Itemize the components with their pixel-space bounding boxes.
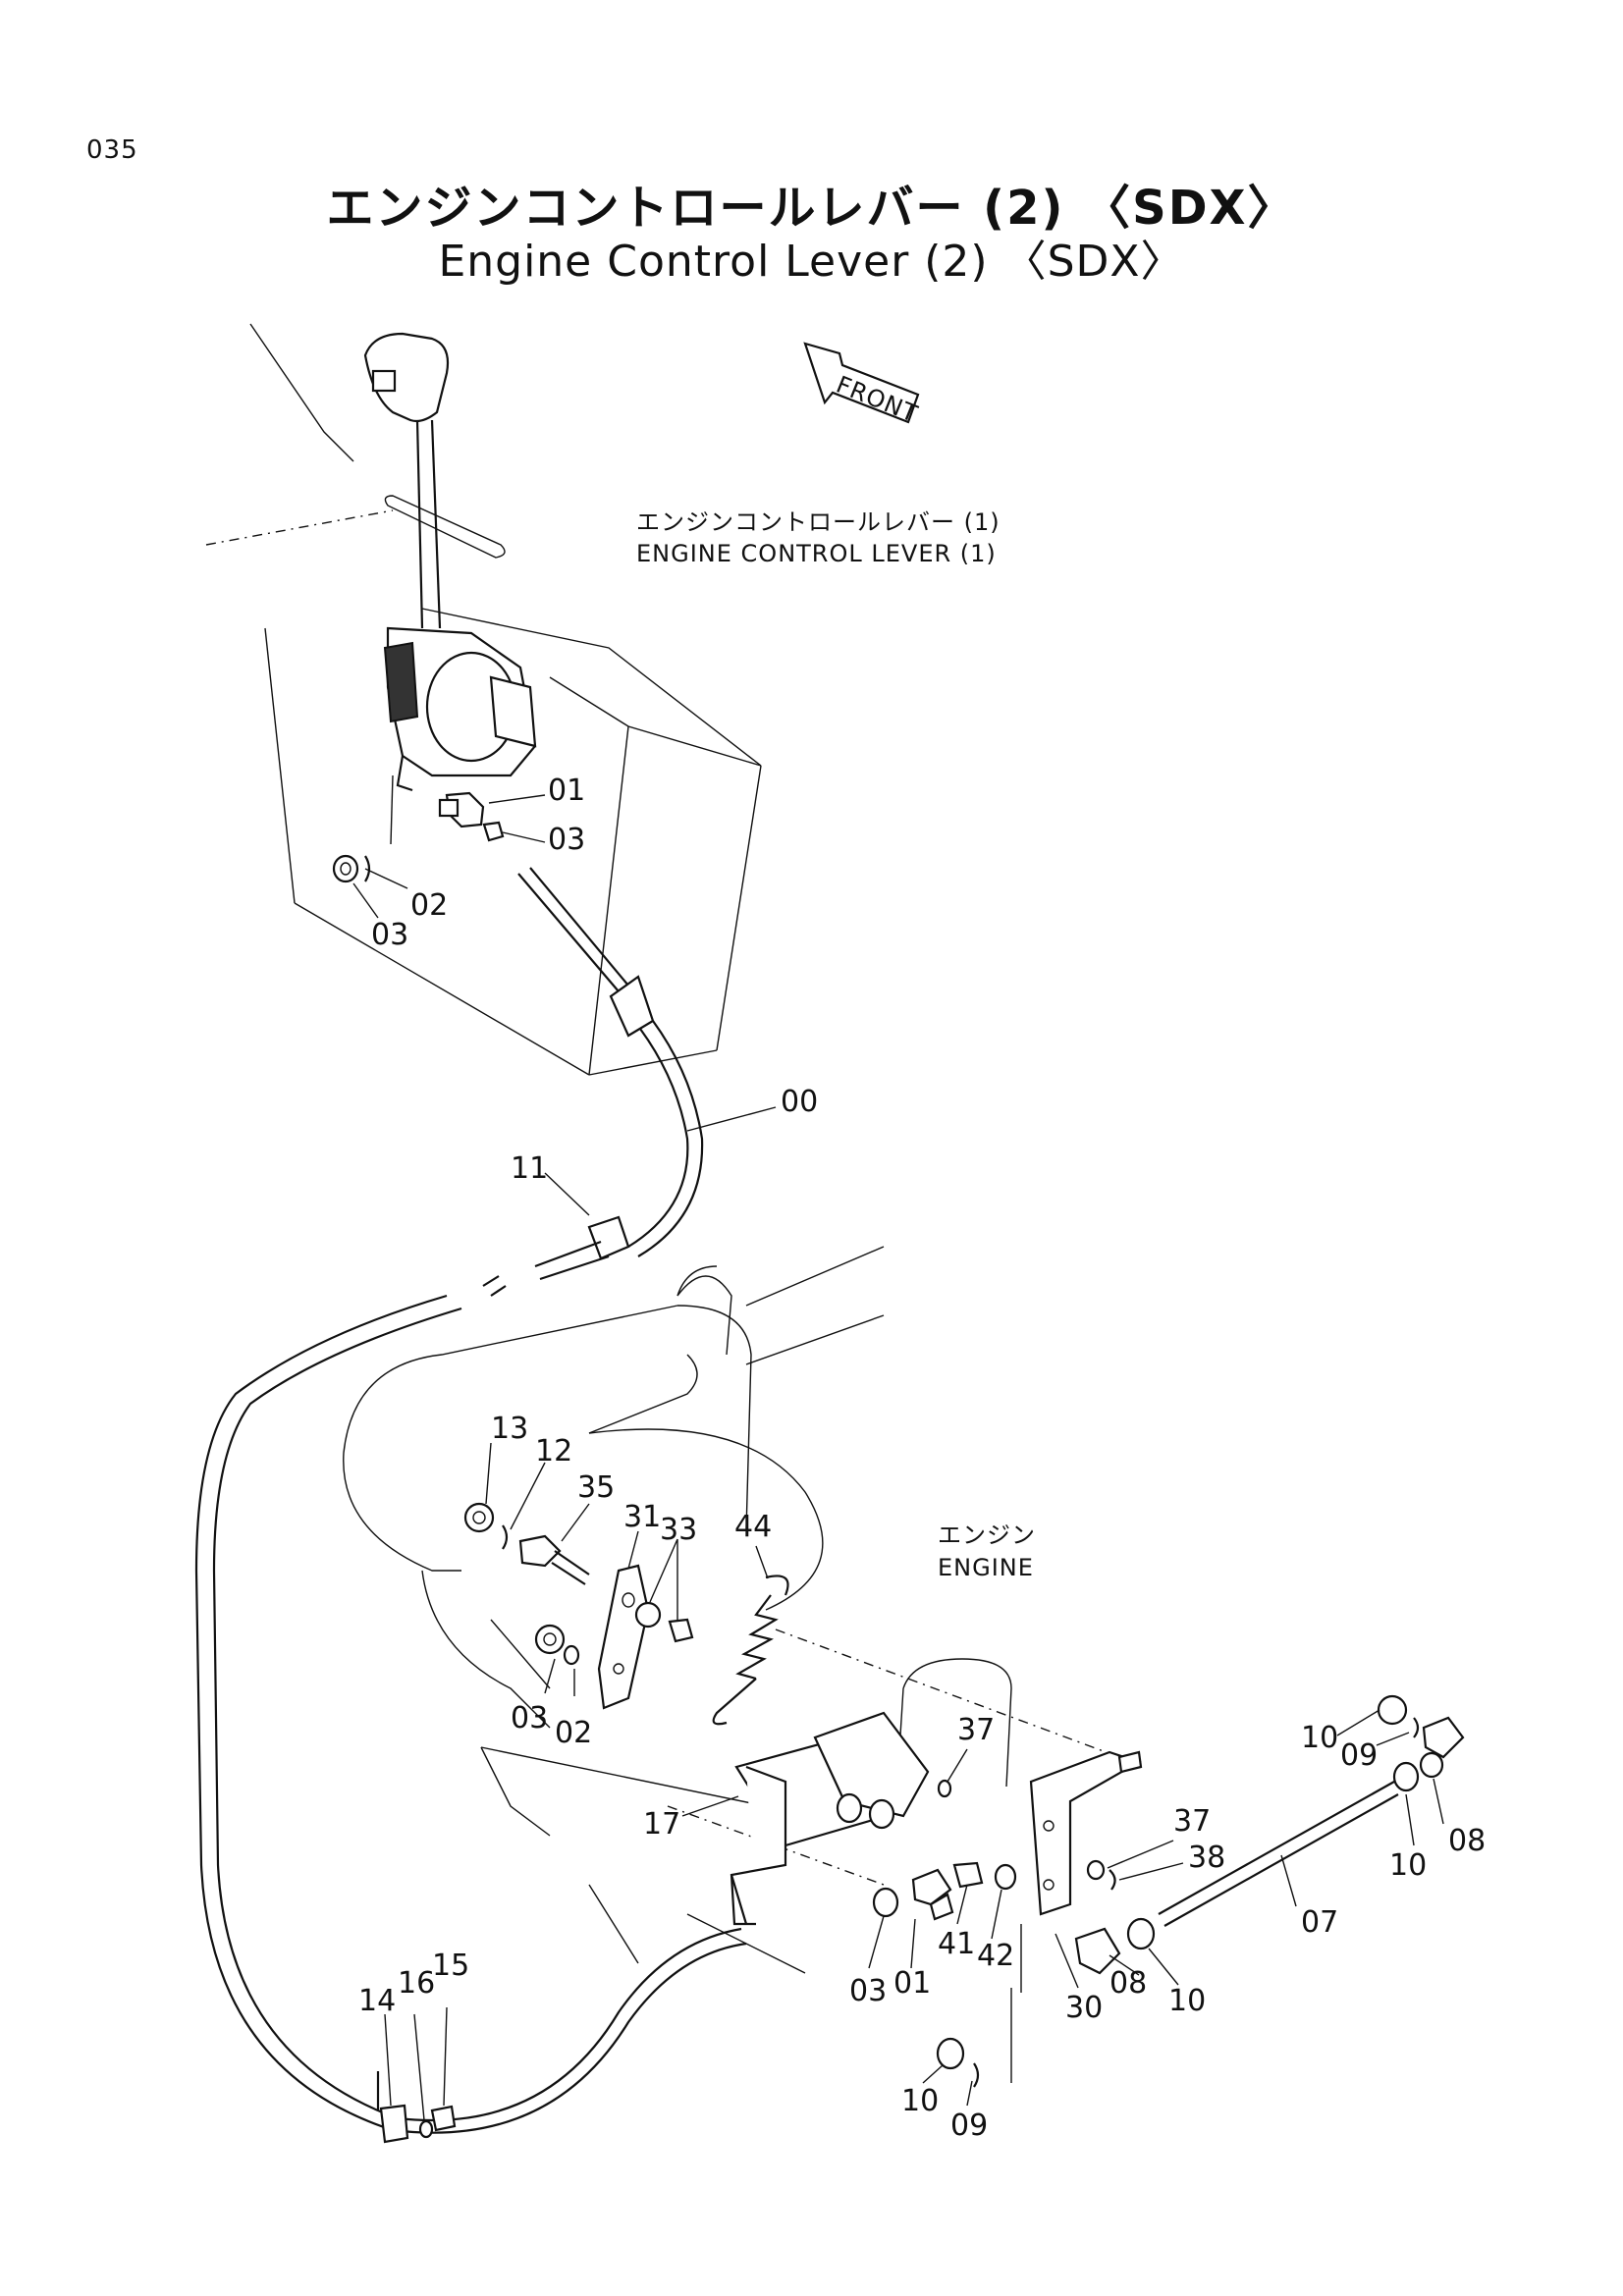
callout-41: 41 [938, 1927, 975, 1961]
callout-15: 15 [432, 1949, 469, 1983]
callout-numbers: 01 03 02 03 00 11 13 12 35 31 33 44 03 0… [358, 774, 1486, 2143]
page-number: 035 [86, 135, 138, 165]
callout-30: 30 [1065, 1991, 1103, 2025]
callout-10: 10 [1389, 1848, 1427, 1883]
callout-38: 38 [1188, 1841, 1225, 1875]
callout-02: 02 [410, 888, 448, 923]
callout-16: 16 [398, 1966, 435, 2001]
callout-02: 02 [555, 1716, 592, 1750]
control-cable [194, 867, 747, 2134]
callout-08: 08 [1109, 1966, 1147, 2001]
engine-ref-en: ENGINE [938, 1554, 1034, 1581]
nut-washer-lower-left [534, 1624, 580, 1666]
nut-13 [463, 1502, 495, 1533]
cable-clamp [376, 2071, 457, 2144]
callout-07: 07 [1301, 1905, 1338, 1940]
front-arrow: FRONT [803, 342, 922, 428]
spring-44 [712, 1575, 789, 1726]
callout-37: 37 [957, 1713, 995, 1747]
bracket-30 [1029, 1750, 1143, 1916]
ball-joint-lower-left [872, 1868, 954, 1921]
callout-14: 14 [358, 1984, 396, 2018]
bolt-35 [518, 1534, 590, 1585]
bracket-17 [730, 1711, 930, 1926]
callout-44: 44 [734, 1510, 772, 1544]
washer-12 [502, 1524, 509, 1550]
callout-10: 10 [901, 2084, 939, 2118]
callout-13: 13 [491, 1412, 528, 1446]
title-japanese: エンジンコントロールレバー (2) 〈SDX〉 [326, 181, 1297, 236]
callout-00: 00 [781, 1085, 818, 1119]
nut-washer-left [332, 854, 371, 883]
callout-03: 03 [511, 1701, 548, 1735]
engine-outline [343, 1246, 1120, 1974]
callout-17: 17 [643, 1807, 680, 1842]
callout-03: 03 [371, 918, 408, 952]
callout-12: 12 [535, 1434, 572, 1468]
callout-10: 10 [1301, 1721, 1338, 1755]
ball-joint-upper [438, 791, 505, 842]
callout-35: 35 [577, 1470, 615, 1505]
washers-37-38 [937, 1779, 1116, 1891]
callout-08: 08 [1448, 1824, 1486, 1858]
callout-03: 03 [849, 1974, 887, 2008]
ball-joint-lower-right [936, 1917, 1156, 2088]
lever-ref-jp: エンジンコントロールレバー (1) [636, 508, 1001, 536]
callout-01: 01 [548, 774, 585, 808]
engine-ref-jp: エンジン [938, 1522, 1036, 1549]
callout-09: 09 [1340, 1738, 1378, 1773]
callout-11: 11 [511, 1151, 548, 1186]
console-body-outline [205, 323, 762, 1076]
callout-10: 10 [1168, 1984, 1206, 2018]
callout-42: 42 [977, 1939, 1014, 1973]
lever-bracket-31 [597, 1564, 650, 1710]
clamp-bolts-15-16 [1010, 1924, 1022, 2083]
callout-37: 37 [1173, 1804, 1211, 1839]
leader-lines [352, 794, 1444, 2121]
nut-42 [994, 1863, 1017, 1891]
title-english: Engine Control Lever (2) 〈SDX〉 [438, 237, 1185, 287]
bolt-41 [952, 1861, 984, 1889]
spacer-33 [634, 1601, 694, 1643]
lever-ref-en: ENGINE CONTROL LEVER (1) [636, 540, 997, 567]
callout-03: 03 [548, 823, 585, 857]
lever-base-assembly [383, 626, 537, 845]
control-lever [363, 332, 450, 629]
callout-31: 31 [623, 1500, 661, 1534]
callout-09: 09 [950, 2109, 988, 2143]
callout-33: 33 [660, 1513, 697, 1547]
callout-01: 01 [893, 1966, 931, 2001]
